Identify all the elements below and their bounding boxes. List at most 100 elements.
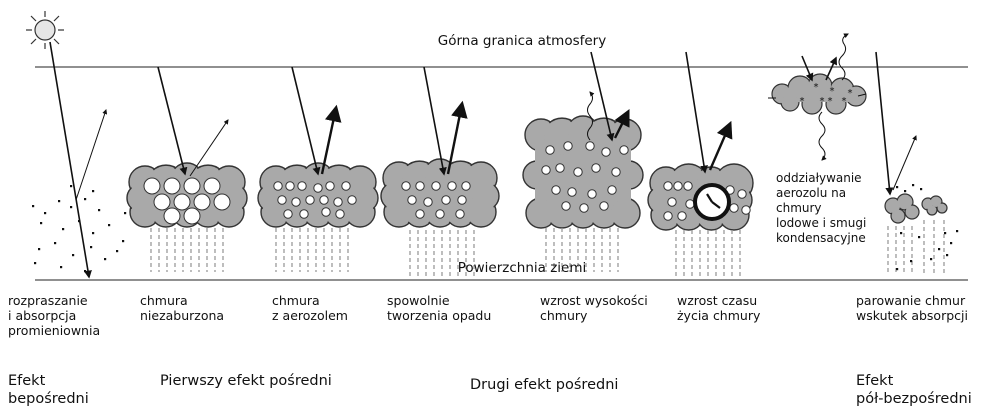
cloud-droplet [552, 186, 560, 194]
ray-in-3 [292, 67, 318, 174]
ice-wavy-up [839, 34, 848, 80]
cloud-droplet [600, 202, 608, 210]
ray-out-6 [710, 124, 730, 170]
ice-label-line: chmury [776, 201, 822, 215]
aerosol-particle [116, 250, 118, 252]
aerosol-particle [108, 224, 110, 226]
cloud-droplet [424, 198, 432, 206]
aerosol-particle [904, 190, 906, 192]
cloud-droplet [564, 142, 572, 150]
ice-crystal: * [800, 96, 805, 107]
aerosol-particle [938, 248, 940, 250]
ray-out-3 [322, 108, 336, 174]
cloud-droplet [184, 208, 200, 224]
cloud-droplet [274, 182, 282, 190]
aerosol-particle [918, 236, 920, 238]
aerosol-particle [930, 258, 932, 260]
cloud-droplet [730, 204, 738, 212]
cloud-droplet [738, 190, 746, 198]
aerosol-particle [70, 206, 72, 208]
sun-icon [26, 11, 64, 49]
cloud-droplet [284, 210, 292, 218]
ice-crystal: * [842, 96, 847, 107]
ice-label-line: oddziaływanie [776, 171, 862, 185]
aerosol-particle [84, 270, 86, 272]
aerosol-particle [124, 212, 126, 214]
cloud-droplet [678, 212, 686, 220]
aerosol-particle [34, 262, 36, 264]
incoming-ray-arrow [50, 42, 89, 277]
effect-semi-direct-label: Efekt pół-bezpośredni [856, 372, 972, 408]
aerosol-particles [32, 185, 126, 272]
cloud-droplet [204, 178, 220, 194]
aerosol-particle [896, 186, 898, 188]
ray-in-6 [686, 52, 705, 172]
aerosol-particle [62, 228, 64, 230]
cloud-droplet [214, 194, 230, 210]
cloud-droplet [286, 182, 294, 190]
aerosol-particle [122, 240, 124, 242]
cloud-droplet [314, 184, 322, 192]
aerosol-particle [32, 205, 34, 207]
cloud-droplet [620, 146, 628, 154]
cloud-droplet [562, 202, 570, 210]
cloud-with-aerosol [258, 163, 378, 272]
aerosol-particle [956, 230, 958, 232]
aerosol-particle [920, 188, 922, 190]
ice-crystal: * [848, 88, 853, 99]
aerosol-particle [90, 246, 92, 248]
cloud-droplet [334, 198, 342, 206]
cloud-droplet [154, 194, 170, 210]
cloud-droplet [298, 182, 306, 190]
cloud-droplet [456, 210, 464, 218]
aerosol-particle [946, 254, 948, 256]
effect-second-indirect-label: Drugi efekt pośredni [470, 376, 618, 394]
cloud-height-increase [523, 116, 643, 272]
ice-ray-out [826, 58, 836, 80]
cloud-droplet [416, 182, 424, 190]
ice-cloud-contrail: ******* [768, 74, 866, 114]
cloud-droplet [546, 146, 554, 154]
cloud-droplet [458, 196, 466, 204]
ice-crystal: * [814, 82, 819, 93]
effect-first-indirect-label: Pierwszy efekt pośredni [160, 372, 332, 390]
cloud-droplet [164, 178, 180, 194]
scattered-ray-arrow [76, 110, 106, 200]
cloud-droplet [432, 182, 440, 190]
cloud-droplet [580, 204, 588, 212]
panel-label-evaporation: parowanie chmur wskutek absorpcji [856, 293, 968, 323]
aerosol-particle [912, 184, 914, 186]
panel-label-unperturbed: chmura niezaburzona [140, 293, 224, 323]
panel-label-height: wzrost wysokości chmury [540, 293, 648, 323]
cloud-droplet [608, 186, 616, 194]
cloud-droplet [306, 196, 314, 204]
cloud-droplet [336, 210, 344, 218]
cloud-droplet [592, 164, 600, 172]
cloud-precip-suppression [381, 159, 499, 276]
cloud-droplet [326, 182, 334, 190]
cloud-droplet [674, 182, 682, 190]
cloud-lifetime-increase [648, 164, 753, 276]
aerosol-particle [84, 198, 86, 200]
ray-in-4 [424, 67, 444, 174]
cloud-droplet [348, 196, 356, 204]
cloud-droplet [448, 182, 456, 190]
aerosol-particle [92, 232, 94, 234]
panel-label-lifetime: wzrost czasu życia chmury [677, 293, 760, 323]
aerosol-particle [40, 222, 42, 224]
ice-label-line: aerozolu na [776, 186, 846, 200]
cloud-droplet [144, 178, 160, 194]
small-cloud [922, 196, 947, 215]
cloud-droplet [408, 196, 416, 204]
cloud-droplet [542, 166, 550, 174]
cloud-evaporation [885, 184, 958, 274]
cloud-droplet [292, 198, 300, 206]
cloud-droplet [684, 182, 692, 190]
ray-in-2 [158, 67, 185, 174]
aerosol-particle [950, 242, 952, 244]
ice-cloud-body: ******* [772, 74, 866, 114]
cloud-droplet [164, 208, 180, 224]
ice-wavy-down [819, 112, 825, 160]
ray-out-7 [893, 136, 916, 190]
